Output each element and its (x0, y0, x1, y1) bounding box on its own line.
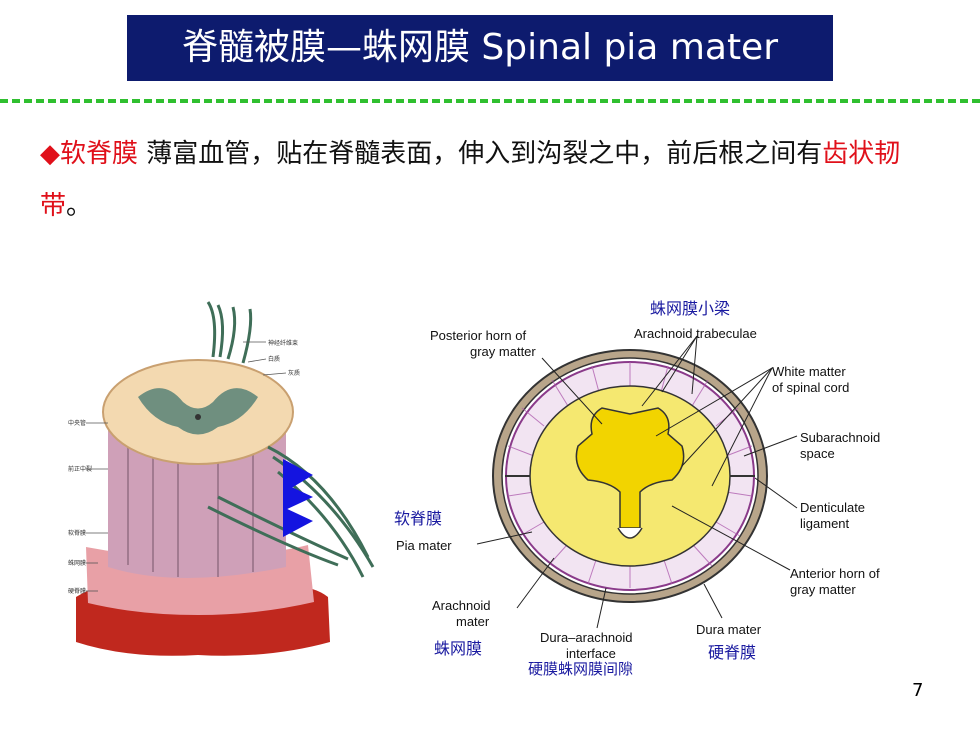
title-divider (0, 99, 980, 103)
label-cn-dura: 硬脊膜 (708, 644, 756, 662)
spinal-cord-3d-illustration: 神经纤维束 白质 灰质 中央管 前正中裂 软脊膜 蛛网膜 硬脊膜 (68, 301, 375, 656)
term-denticulate-ligament: 齿状韧带 (40, 139, 901, 221)
label-dura-mater: Dura mater (696, 622, 762, 637)
label-arachnoid-trabeculae: Arachnoid trabeculae (634, 326, 757, 341)
label-anterior-horn-2: gray matter (790, 582, 856, 597)
sentence-end: 。 (66, 191, 93, 221)
label-white-matter-1: White matter (772, 364, 846, 379)
label-cn-interface: 硬膜蛛网膜间隙 (528, 661, 633, 678)
slide-title: 脊髓被膜—蛛网膜 Spinal pia mater (127, 15, 833, 81)
label-denticulate-2: ligament (800, 516, 850, 531)
label-cn-pia: 软脊膜 (394, 510, 442, 528)
left-label-7: 蛛网膜 (68, 559, 86, 567)
label-posterior-horn-2: gray matter (470, 344, 536, 359)
left-label-3: 灰质 (288, 369, 300, 377)
left-label-8: 硬脊膜 (68, 587, 86, 595)
left-label-5: 前正中裂 (68, 465, 92, 473)
label-dura-arachnoid-2: interface (566, 646, 616, 661)
label-pia-mater: Pia mater (396, 538, 452, 553)
bullet-diamond-icon: ◆ (40, 139, 60, 169)
label-denticulate-1: Denticulate (800, 500, 865, 515)
label-cn-trabeculae: 蛛网膜小梁 (650, 300, 730, 318)
left-label-2: 白质 (268, 355, 280, 363)
label-arachnoid-1: Arachnoid (432, 598, 491, 613)
spinal-cord-cross-section-diagram: 蛛网膜小梁 Posterior horn of gray matter Arac… (394, 300, 880, 678)
label-anterior-horn-1: Anterior horn of (790, 566, 880, 581)
label-cn-arachnoid: 蛛网膜 (434, 640, 482, 658)
left-label-4: 中央管 (68, 419, 86, 427)
description-text: 薄富血管，贴在脊髓表面，伸入到沟裂之中，前后根之间有 (138, 139, 823, 169)
left-label-1: 神经纤维束 (268, 339, 298, 347)
term-pia-mater: 软脊膜 (60, 139, 139, 169)
label-arachnoid-2: mater (456, 614, 490, 629)
body-paragraph: ◆软脊膜 薄富血管，贴在脊髓表面，伸入到沟裂之中，前后根之间有齿状韧带。 (40, 128, 950, 232)
page-number: 7 (912, 680, 924, 701)
label-white-matter-2: of spinal cord (772, 380, 849, 395)
label-dura-arachnoid-1: Dura–arachnoid (540, 630, 633, 645)
label-posterior-horn-1: Posterior horn of (430, 328, 526, 343)
label-subarachnoid-1: Subarachnoid (800, 430, 880, 445)
label-subarachnoid-2: space (800, 446, 835, 461)
left-label-6: 软脊膜 (68, 529, 86, 537)
